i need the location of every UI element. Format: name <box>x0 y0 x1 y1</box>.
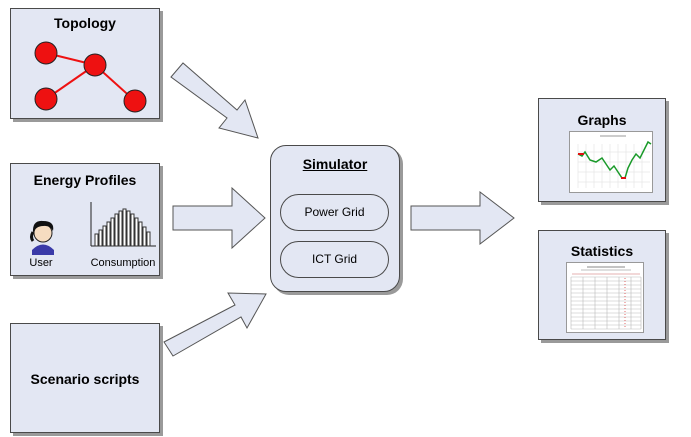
consumption-label: Consumption <box>90 257 156 269</box>
simulator-title: Simulator <box>302 156 368 172</box>
arrow-energy-to-simulator <box>172 186 266 250</box>
topology-node <box>83 53 107 77</box>
graph-thumbnail <box>569 131 653 193</box>
line-graph-icon <box>577 135 652 188</box>
energy-profiles-title: Energy Profiles <box>33 172 137 188</box>
energy-profiles-box: Energy Profiles User Consumption <box>10 163 160 276</box>
statistics-title: Statistics <box>570 243 634 259</box>
topology-node <box>34 41 58 65</box>
simulator-box: Simulator Power Grid ICT Grid <box>270 145 400 292</box>
topology-node <box>34 87 58 111</box>
ict-grid-node: ICT Grid <box>280 241 389 278</box>
consumption-chart-icon <box>90 202 156 247</box>
topology-box: Topology <box>10 8 160 119</box>
graphs-box: Graphs <box>538 98 666 202</box>
topology-node <box>123 89 147 113</box>
statistics-thumbnail <box>566 262 644 333</box>
statistics-box: Statistics <box>538 230 666 340</box>
scenario-scripts-title: Scenario scripts <box>30 371 140 387</box>
user-label: User <box>29 257 53 269</box>
power-grid-node: Power Grid <box>280 194 389 231</box>
table-icon <box>570 266 642 330</box>
user-icon <box>30 220 54 255</box>
graphs-title: Graphs <box>577 112 627 128</box>
scenario-scripts-box: Scenario scripts <box>10 323 160 433</box>
arrow-scenario-to-simulator <box>163 292 267 357</box>
topology-title: Topology <box>54 15 116 31</box>
arrow-simulator-to-outputs <box>410 190 515 246</box>
arrow-topology-to-simulator <box>170 62 259 139</box>
topology-graph-icon <box>34 41 147 113</box>
